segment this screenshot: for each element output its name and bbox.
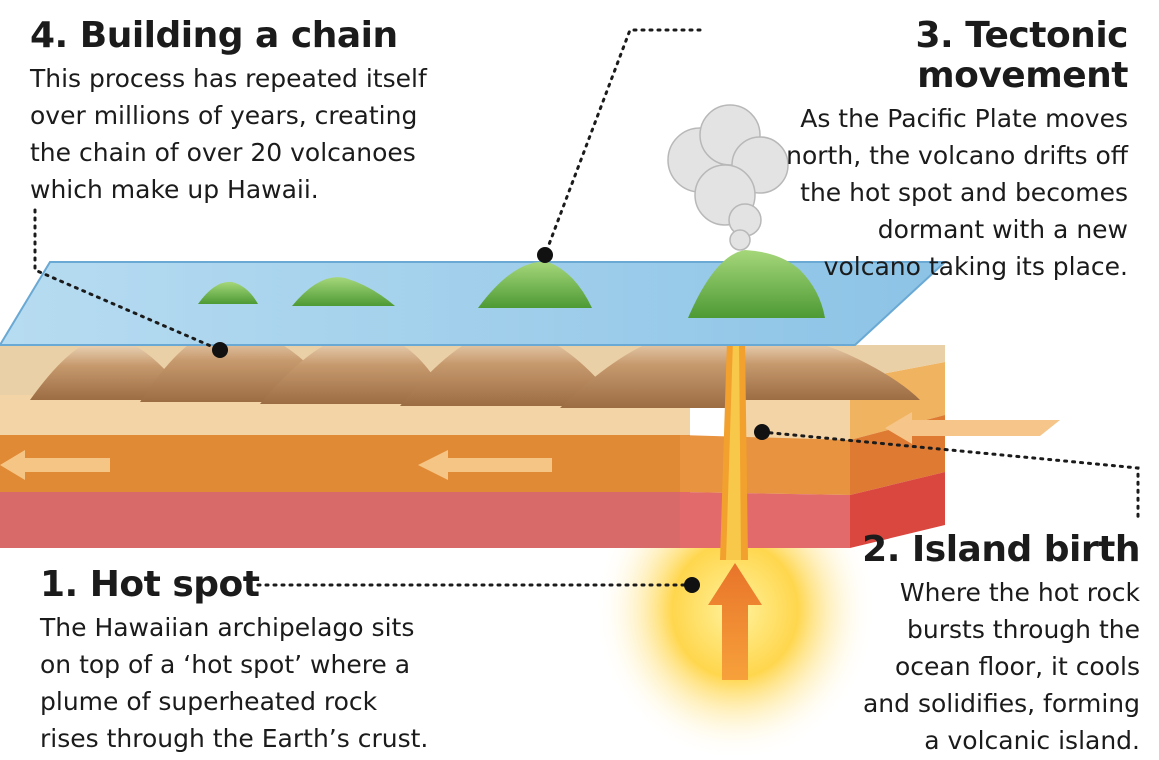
island xyxy=(198,281,258,304)
plate-motion-arrow xyxy=(0,450,110,480)
callout-line: and solidifies, forming xyxy=(862,689,1140,718)
callout-line: This process has repeated itself xyxy=(30,64,427,93)
callout-hot-spot: 1. Hot spot The Hawaiian archipelago sit… xyxy=(40,565,510,757)
leader-dot-hot-spot xyxy=(684,577,700,593)
callout-tectonic-movement: 3. Tectonic movement As the Pacific Plat… xyxy=(700,16,1128,285)
callout-title: 3. Tectonic movement xyxy=(915,15,1128,96)
callout-text: This process has repeated itself over mi… xyxy=(30,60,500,208)
leader-dot-building-chain xyxy=(212,342,228,358)
island-active-volcano xyxy=(688,250,825,318)
seamount xyxy=(400,328,620,406)
leader-lines xyxy=(33,28,1140,587)
plume-rise-arrow xyxy=(708,563,762,680)
leader-dot-tectonic xyxy=(537,247,553,263)
callout-line: rises through the Earth’s crust. xyxy=(40,724,429,753)
leader-dot-island-birth xyxy=(754,424,770,440)
magma-conduit-core xyxy=(726,340,741,560)
callout-line: over millions of years, creating xyxy=(30,101,418,130)
callout-line: on top of a ‘hot spot’ where a xyxy=(40,650,411,679)
mantle-side xyxy=(850,472,945,548)
callout-line: the hot spot and becomes xyxy=(800,178,1128,207)
callout-title: 1. Hot spot xyxy=(40,564,260,605)
seamount xyxy=(260,332,450,404)
callout-text: The Hawaiian archipelago sits on top of … xyxy=(40,609,510,757)
callout-island-birth: 2. Island birth Where the hot rock burst… xyxy=(790,530,1140,759)
callout-title: 4. Building a chain xyxy=(30,15,398,56)
callout-line: Where the hot rock xyxy=(899,578,1140,607)
callout-line: the chain of over 20 volcanoes xyxy=(30,138,416,167)
island xyxy=(478,261,592,308)
seamount xyxy=(560,328,740,408)
callout-line: The Hawaiian archipelago sits xyxy=(40,613,415,642)
callout-line: dormant with a new xyxy=(877,215,1128,244)
island xyxy=(292,277,395,306)
callout-line: volcano taking its place. xyxy=(823,252,1128,281)
callout-text: Where the hot rock bursts through the oc… xyxy=(790,574,1140,759)
mantle-layer xyxy=(0,492,690,548)
plate-motion-arrow xyxy=(418,450,552,480)
crust-orange-layer-right xyxy=(680,435,850,495)
volcano-smoke xyxy=(667,104,789,251)
callout-line: bursts through the xyxy=(907,615,1140,644)
callout-line: ocean floor, it cools xyxy=(894,652,1140,681)
callout-line: a volcanic island. xyxy=(924,726,1140,755)
plate-motion-arrow xyxy=(885,412,1060,444)
callout-line: As the Pacific Plate moves xyxy=(800,104,1128,133)
crust-orange-layer xyxy=(0,435,690,492)
callout-line: plume of superheated rock xyxy=(40,687,378,716)
seamount xyxy=(740,334,920,400)
callout-line: north, the volcano drifts off xyxy=(786,141,1128,170)
callout-line: which make up Hawaii. xyxy=(30,175,319,204)
seamount xyxy=(30,337,190,400)
callout-building-chain: 4. Building a chain This process has rep… xyxy=(30,16,500,208)
callout-title: 2. Island birth xyxy=(862,529,1140,570)
callout-text: As the Pacific Plate moves north, the vo… xyxy=(700,100,1128,285)
